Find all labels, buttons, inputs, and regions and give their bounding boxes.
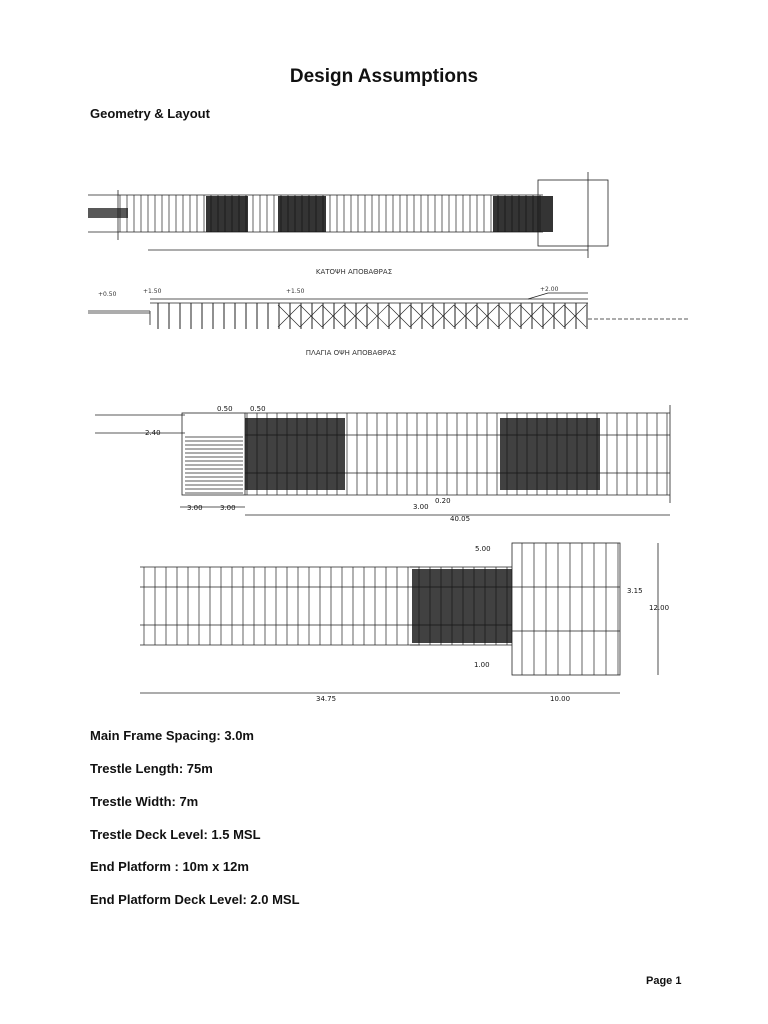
dimension-label: 12.00 [649, 604, 669, 612]
dimension-label: 0.50 [217, 405, 233, 413]
level-label: +1.50 [143, 288, 162, 295]
detail-plan-2: 5.00 3.15 12.00 1.00 34.75 10.00 [130, 535, 670, 710]
dimension-label: 5.00 [475, 545, 491, 553]
dimension-label: 3.00 [187, 504, 203, 512]
dimension-label: 34.75 [316, 695, 336, 703]
dimension-label: 10.00 [550, 695, 570, 703]
assumption-trestle-length: Trestle Length: 75m [90, 761, 213, 776]
level-label: +2.00 [540, 286, 559, 293]
dimension-label: 40.05 [450, 515, 470, 523]
assumption-trestle-deck-level: Trestle Deck Level: 1.5 MSL [90, 827, 261, 842]
dimension-label: 1.00 [474, 661, 490, 669]
dimension-label: 3.00 [220, 504, 236, 512]
dimension-label: 0.20 [435, 497, 451, 505]
detail-plan-1: 0.50 0.50 2.40 3.00 3.00 0.20 3.00 40.05 [95, 385, 680, 523]
dimension-label: 0.50 [250, 405, 266, 413]
page-number: Page 1 [646, 975, 682, 987]
assumption-end-platform-size: End Platform : 10m x 12m [90, 859, 249, 874]
section-heading: Geometry & Layout [90, 106, 210, 121]
dimension-label: 2.40 [145, 429, 161, 437]
assumption-trestle-width: Trestle Width: 7m [90, 794, 199, 809]
assumption-frame-spacing: Main Frame Spacing: 3.0m [90, 728, 254, 743]
page-title: Design Assumptions [289, 66, 479, 87]
plan-view-drawing: ΚΑΤΟΨΗ ΑΠΟΒΑΘΡΑΣ [88, 150, 680, 278]
level-label: +0.50 [98, 291, 117, 298]
plan-caption: ΚΑΤΟΨΗ ΑΠΟΒΑΘΡΑΣ [316, 268, 392, 276]
elevation-drawing: +0.50 +1.50 +1.50 +2.00 ΠΛΑΓΙΑ ΟΨΗ ΑΠΟΒΑ… [88, 285, 688, 365]
dimension-label: 3.00 [413, 503, 429, 511]
dimension-label: 3.15 [627, 587, 643, 595]
level-label: +1.50 [286, 288, 305, 295]
elevation-caption: ΠΛΑΓΙΑ ΟΨΗ ΑΠΟΒΑΘΡΑΣ [306, 349, 396, 357]
assumption-end-platform-deck-level: End Platform Deck Level: 2.0 MSL [90, 892, 300, 907]
